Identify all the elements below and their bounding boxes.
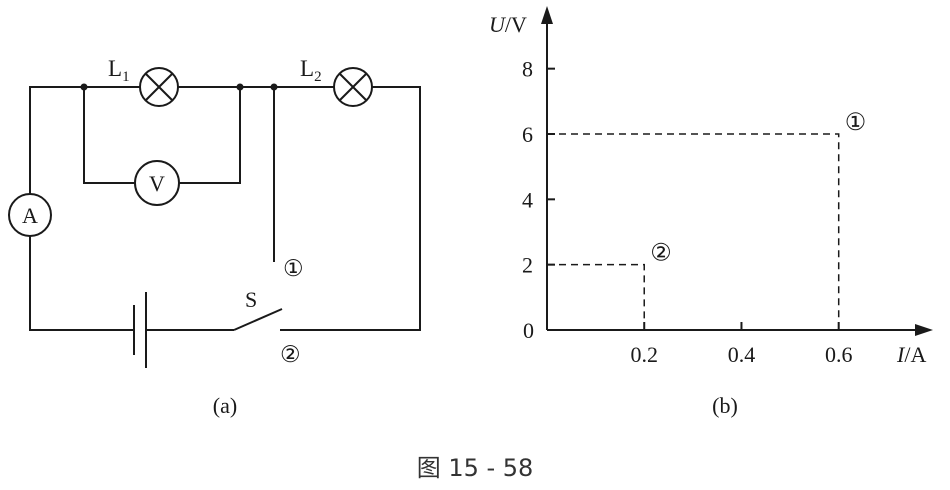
wire-bottom-left: [29, 236, 134, 331]
ammeter-icon: [8, 193, 52, 237]
wire-voltmeter-right: [178, 87, 241, 184]
switch-icon: [233, 308, 283, 331]
wire-voltmeter-left: [83, 87, 135, 184]
lamp-l2-label: L2: [300, 56, 322, 85]
lamp-l1-icon: [139, 67, 179, 107]
panel-b-label: (b): [712, 393, 738, 418]
y-axis-label: U/V: [489, 12, 527, 37]
x-tick-label: 0.4: [728, 342, 756, 367]
point-label-2: ②: [650, 241, 672, 267]
voltmeter-label: V: [149, 171, 165, 196]
lamp-l1-label: L1: [108, 56, 130, 85]
switch-position-1-label: ①: [283, 256, 304, 281]
circuit-diagram: L1 L2 V A S ① ② (a): [8, 56, 421, 418]
switch-label: S: [245, 287, 257, 312]
y-axis-arrow-icon: [541, 6, 553, 24]
origin-label: 0: [523, 318, 534, 343]
y-tick-label: 2: [522, 253, 533, 278]
wire-right: [280, 86, 421, 331]
battery-icon: [133, 292, 147, 368]
guide-line-2: [547, 263, 645, 330]
lamp-l2-icon: [333, 67, 373, 107]
y-tick-label: 6: [522, 122, 533, 147]
wire-left-top: [29, 86, 140, 195]
x-tick-label: 0.6: [825, 342, 853, 367]
ammeter-label: A: [22, 203, 38, 228]
y-tick-label: 4: [522, 187, 533, 212]
x-ticks: 0.2 0.4 0.6: [630, 322, 852, 367]
x-tick-label: 0.2: [630, 342, 658, 367]
y-tick-label: 8: [522, 57, 533, 82]
guide-lines: [547, 133, 840, 330]
figure-caption: 图 15 - 58: [416, 454, 534, 482]
x-axis-arrow-icon: [915, 324, 933, 336]
point-label-1: ①: [845, 110, 867, 136]
y-ticks: 2 4 6 8: [522, 57, 555, 278]
panel-a-label: (a): [213, 393, 237, 418]
point-labels: ①②: [650, 110, 866, 267]
junction-dot: [236, 83, 244, 91]
switch-position-2-label: ②: [280, 342, 301, 367]
x-axis-label: I/A: [896, 342, 926, 367]
junction-dot: [270, 83, 278, 91]
junction-dot: [80, 83, 88, 91]
guide-line-1: [547, 133, 840, 330]
voltmeter-icon: [134, 160, 180, 206]
